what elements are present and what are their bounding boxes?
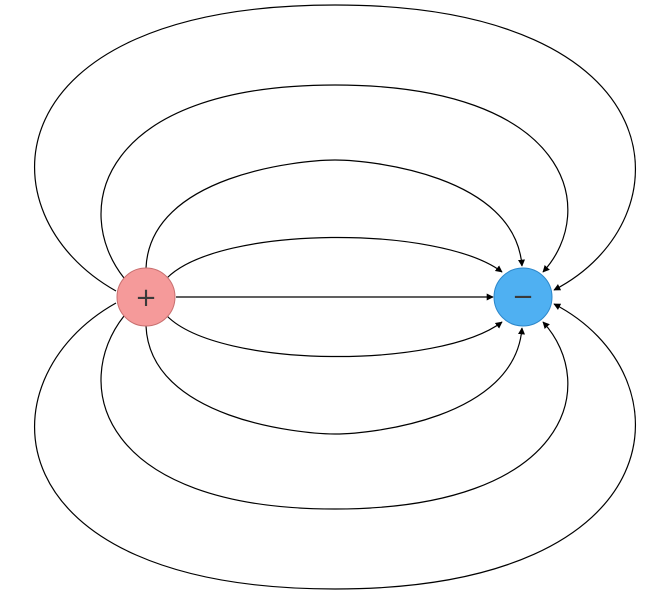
- field-line-lower-4: [33, 302, 637, 590]
- minus-symbol: −: [512, 282, 534, 312]
- field-line-lower-3: [100, 315, 569, 510]
- field-line-lower-2: [145, 325, 525, 435]
- field-line-upper-4: [33, 4, 637, 292]
- field-line-lower-1: [166, 315, 503, 358]
- positive-charge-circle: [116, 267, 176, 327]
- positive-charge: +: [116, 267, 176, 327]
- plus-symbol: +: [135, 283, 157, 313]
- field-line-upper-3: [100, 84, 569, 279]
- negative-charge: −: [493, 267, 553, 327]
- field-line-upper-2: [145, 159, 525, 269]
- negative-charge-circle: [493, 267, 553, 327]
- field-line-upper-1: [166, 236, 503, 279]
